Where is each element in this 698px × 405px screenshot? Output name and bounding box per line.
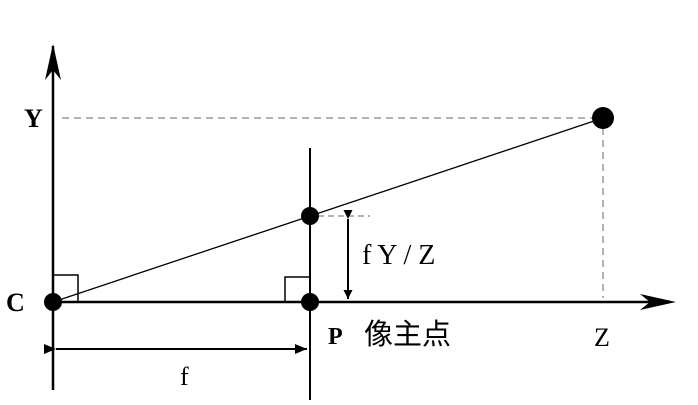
- principal-point-note: 像主点: [364, 318, 451, 351]
- right-angle-marker-principal-point: [284, 276, 310, 302]
- camera-center-point: [44, 293, 62, 311]
- world-point: [592, 107, 614, 129]
- focal-length-label: f: [180, 362, 189, 391]
- z-axis-arrowhead: [640, 294, 676, 310]
- principal-point: [301, 293, 319, 311]
- image-height-label: f Y / Z: [362, 240, 435, 271]
- y-axis-arrowhead: [45, 44, 61, 80]
- right-angle-marker-origin: [53, 274, 79, 302]
- y-axis-label: Y: [24, 104, 43, 133]
- z-axis-label: Z: [594, 323, 610, 352]
- principal-point-label: P: [328, 324, 343, 350]
- image-point: [301, 207, 319, 225]
- projection-ray: [52, 117, 604, 303]
- origin-label: C: [6, 288, 25, 317]
